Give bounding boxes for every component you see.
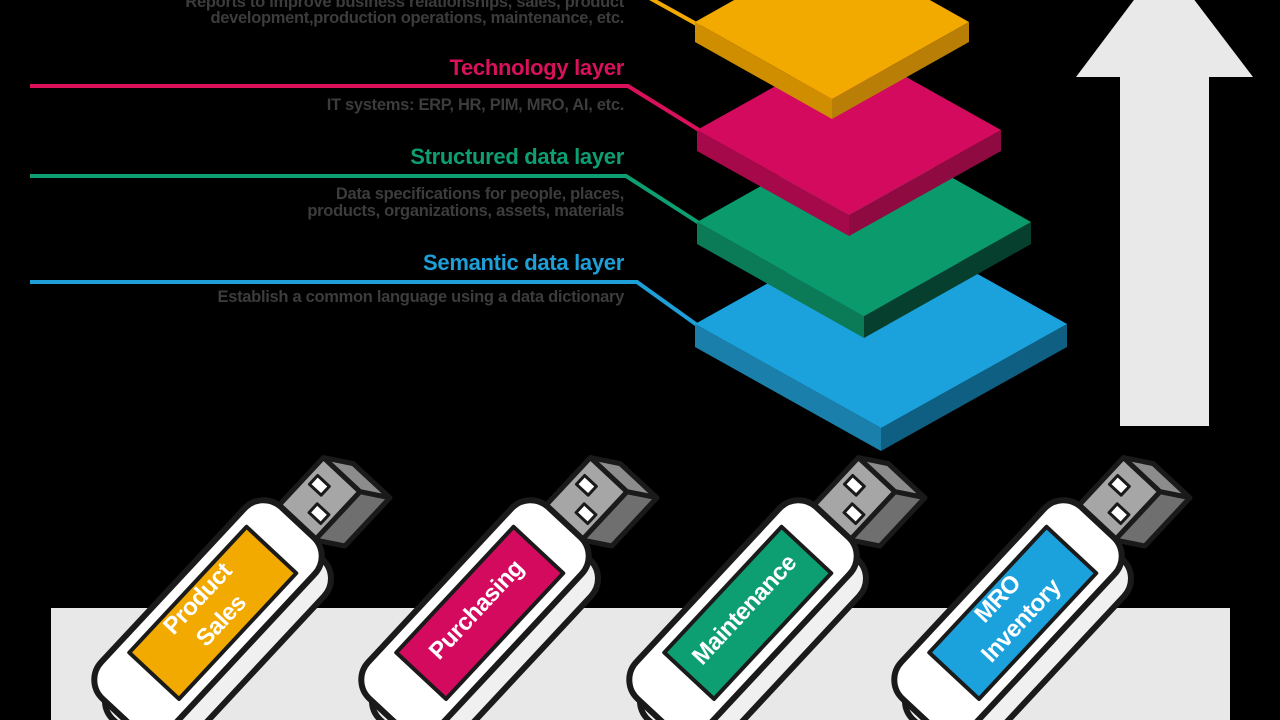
slab-reports [695,0,969,119]
usb-connector-pin-hole [307,502,331,525]
slab-side-left [695,22,832,119]
usb-connector-pin-hole [1107,473,1131,497]
layer-description-structured-data: Data specifications for people, places, … [0,186,624,219]
layer-description-technology: IT systems: ERP, HR, PIM, MRO, AI, etc. [326,96,625,114]
usb-connector-pin-hole [574,473,598,497]
slab-technology [697,45,1001,236]
leader-line-reports [649,0,701,28]
slab-side-left [695,324,881,451]
usb-connector-pin-hole [1107,502,1131,525]
usb-connector-pin-hole [574,502,598,525]
slab-top [697,45,1001,215]
usb-drive-purchasing: Purchasing [358,455,660,720]
slab-side-right [832,22,969,119]
usb-label [662,524,834,701]
slab-side-right [881,324,1067,451]
layer-description-structured-line-1: Data specifications for people, places, [335,185,624,203]
layer-title-technology: Technology layer [449,55,624,80]
leader-line-structured-data [30,174,701,225]
usb-label [127,524,299,701]
leader-line-semantic-data [30,280,699,327]
usb-connector-pin-hole [842,473,866,497]
slab-side-right [849,130,1001,236]
usb-drive-mro-inventory: MRO Inventory [891,455,1193,720]
layer-description-semantic-data: Establish a common language using a data… [217,288,625,306]
slab-side-right [864,222,1031,338]
layer-title-semantic-data: Semantic data layer [423,250,624,275]
layer-description-structured-line-2: products, organizations, assets, materia… [307,201,624,220]
slab-side-left [697,222,864,338]
up-arrow [1076,0,1253,426]
usb-connector-pin-hole [307,473,331,497]
usb-drive-maintenance: Maintenance [626,455,928,720]
usb-connector-pin-hole [842,502,866,525]
layer-title-structured-data: Structured data layer [410,144,624,169]
slab-top [695,0,969,99]
usb-label [927,524,1099,701]
intro-note: Reports to improve business relationship… [0,0,624,26]
leader-line-technology [30,84,701,132]
intro-note-line-2: development,production operations, maint… [210,9,625,27]
intro-note-line-1: Reports to improve business relationship… [185,0,624,11]
slab-side-left [697,130,849,236]
usb-drive-product-sales: Product Sales [91,455,393,720]
usb-label [394,524,566,701]
